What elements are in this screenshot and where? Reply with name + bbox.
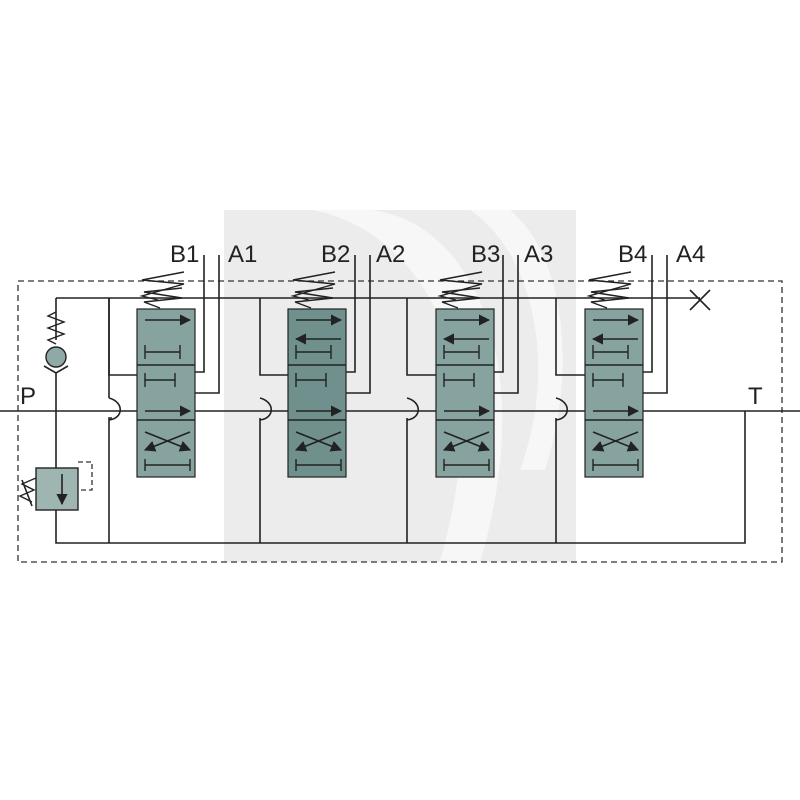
port-b2-label: B2 (321, 241, 350, 268)
manifold-boundary (17, 280, 783, 563)
port-a2-label: A2 (376, 241, 405, 268)
port-a4-label: A4 (676, 241, 705, 268)
valve-section-4: B4 A4 (555, 241, 705, 543)
port-b3-label: B3 (471, 241, 500, 268)
line-plug-mark (689, 289, 711, 311)
port-b1-label: B1 (170, 241, 199, 268)
port-p-label: P (20, 383, 36, 410)
port-a3-label: A3 (524, 241, 553, 268)
check-ball (45, 346, 67, 368)
tank-return-line (55, 411, 746, 544)
relief-valve (18, 461, 93, 511)
check-valve (43, 298, 69, 470)
port-b4-label: B4 (618, 241, 647, 268)
port-a1-label: A1 (228, 241, 257, 268)
port-t-label: T (748, 383, 763, 410)
valve-section-3: B3 A3 (406, 241, 553, 543)
valve-section-2: B2 A2 (259, 241, 405, 543)
valve-section-1: B1 A1 (108, 241, 257, 543)
